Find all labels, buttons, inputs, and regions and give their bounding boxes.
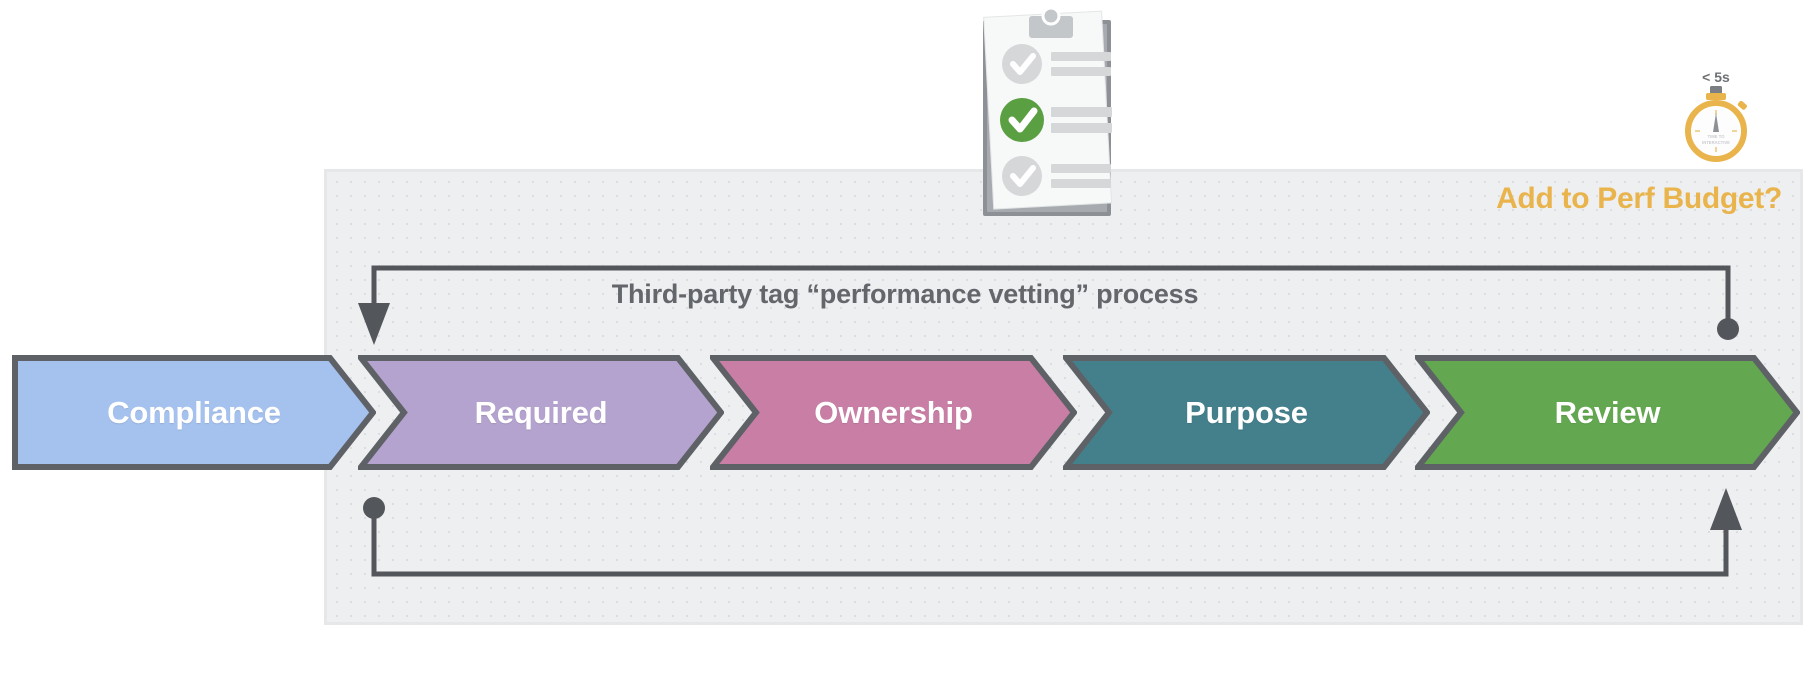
stopwatch-inner-line-2: INTERACTIVE (1702, 140, 1730, 145)
ownership-shape (710, 355, 1077, 470)
process-step-review[interactable]: Review (1415, 355, 1800, 470)
process-step-row: Compliance Required Ownership Purpose Re (0, 355, 1810, 470)
step-label: Review (1554, 394, 1661, 430)
process-step-purpose[interactable]: Purpose (1063, 355, 1430, 470)
process-step-ownership[interactable]: Ownership (710, 355, 1077, 470)
step-label: Required (474, 394, 608, 430)
step-label: Compliance (107, 394, 281, 430)
step-label: Purpose (1185, 394, 1308, 430)
clipboard-row-2 (1000, 98, 1112, 142)
review-shape (1415, 355, 1800, 470)
process-step-compliance[interactable]: Compliance (12, 355, 376, 470)
stopwatch-label: < 5s (1702, 69, 1730, 85)
purpose-shape (1063, 355, 1430, 470)
step-label: Ownership (814, 394, 973, 430)
perf-budget-heading: Add to Perf Budget? (1496, 182, 1782, 215)
stopwatch-inner-line-1: TIME TO (1708, 134, 1726, 139)
clipboard-checklist-icon (983, 6, 1113, 216)
stopwatch-icon: < 5s TIME TO INTERACTIVE (1685, 69, 1747, 162)
process-step-required[interactable]: Required (358, 355, 724, 470)
clipboard-row-3 (1002, 156, 1111, 196)
required-shape (358, 355, 724, 470)
process-title: Third-party tag “performance vetting” pr… (611, 279, 1199, 309)
compliance-shape (12, 355, 376, 470)
clipboard-row-1 (1002, 44, 1111, 84)
